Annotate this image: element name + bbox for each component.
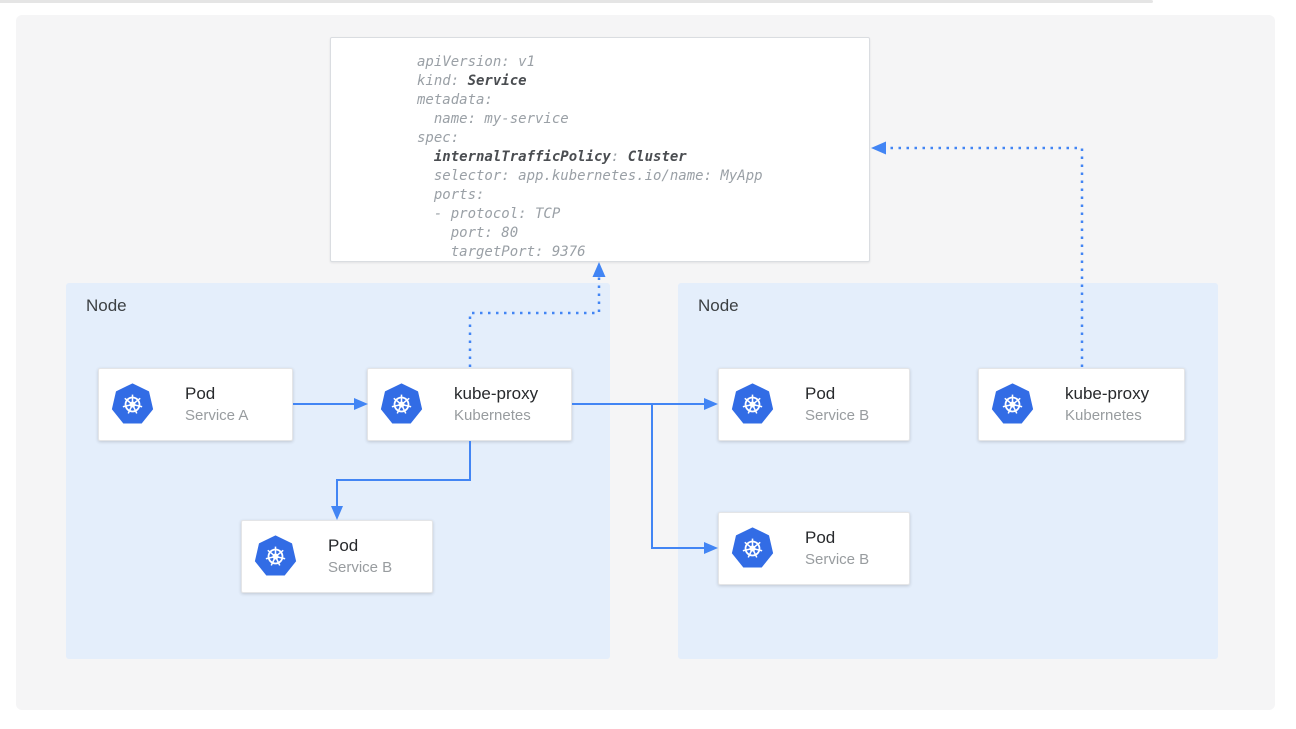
card-title: Pod bbox=[805, 384, 836, 403]
card-subtitle: Kubernetes bbox=[454, 407, 531, 424]
kube-proxy-right-card: kube-proxy Kubernetes bbox=[978, 368, 1185, 441]
card-subtitle: Kubernetes bbox=[1065, 407, 1142, 424]
pod-service-b-right-bottom-card: Pod Service B bbox=[718, 512, 910, 585]
pod-service-b-left-card: Pod Service B bbox=[241, 520, 433, 593]
top-divider-rule bbox=[0, 0, 1153, 3]
card-title: Pod bbox=[185, 384, 216, 403]
card-title: kube-proxy bbox=[1065, 384, 1150, 403]
kubernetes-logo-icon bbox=[990, 382, 1035, 427]
card-subtitle: Service A bbox=[185, 407, 249, 424]
pod-service-a-card: Pod Service A bbox=[98, 368, 293, 441]
kube-proxy-left-card: kube-proxy Kubernetes bbox=[367, 368, 572, 441]
kubernetes-logo-icon bbox=[253, 534, 298, 579]
card-title: Pod bbox=[805, 528, 836, 547]
node-left-label: Node bbox=[86, 296, 127, 315]
kubernetes-logo-icon bbox=[730, 526, 775, 571]
card-subtitle: Service B bbox=[805, 407, 870, 424]
node-right-label: Node bbox=[698, 296, 739, 315]
pod-service-b-right-top-card: Pod Service B bbox=[718, 368, 910, 441]
node-left: Node bbox=[66, 283, 610, 659]
node-right: Node bbox=[678, 283, 1218, 659]
kubernetes-logo-icon bbox=[730, 382, 775, 427]
card-title: Pod bbox=[328, 536, 359, 555]
kubernetes-logo-icon bbox=[110, 382, 155, 427]
kubernetes-logo-icon bbox=[379, 382, 424, 427]
card-subtitle: Service B bbox=[328, 559, 393, 576]
card-title: kube-proxy bbox=[454, 384, 539, 403]
card-subtitle: Service B bbox=[805, 551, 870, 568]
